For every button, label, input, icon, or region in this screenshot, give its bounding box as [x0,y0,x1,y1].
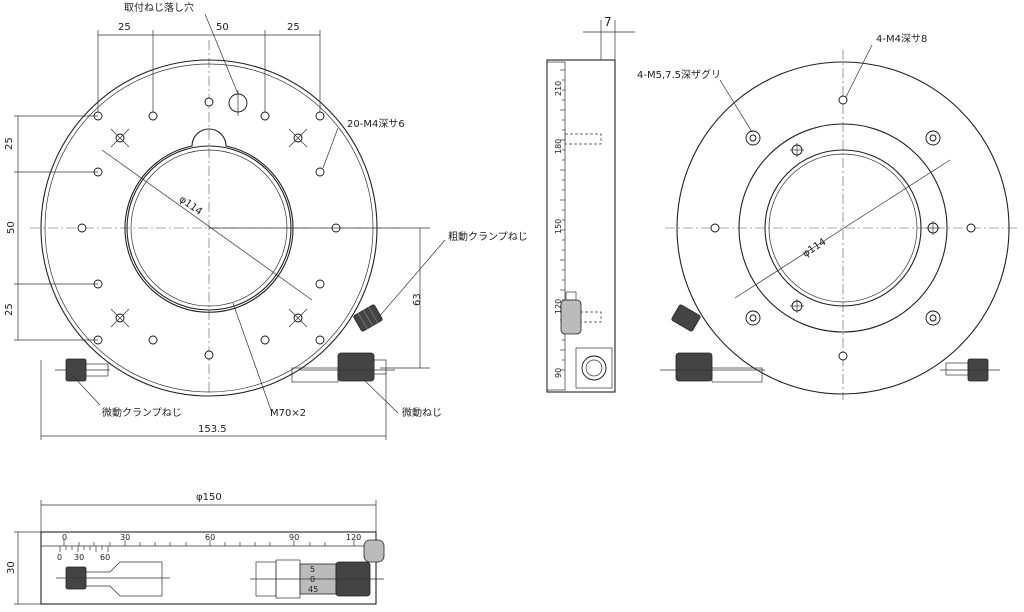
tap-hole [204,350,214,360]
back-m5-holes [745,130,941,326]
micrometer-45: 45 [308,585,318,594]
back-clamp-knob [671,304,701,332]
back-m4-holes [710,95,976,361]
dim-25-left-top: 25 [4,137,15,150]
tap-hole [204,97,214,107]
side-clamp-knob [560,291,582,335]
coarse-clamp-knob [353,304,383,332]
dim-phi114-back: φ114 [801,237,829,260]
side-scale-90: 90 [554,368,563,378]
tap-hole [77,223,87,233]
bottom-vernier [59,546,109,552]
tap-hole [260,111,270,121]
dim-25-top-left: 25 [118,22,131,33]
dim-50-top: 50 [216,22,229,33]
side-view: 210 180 150 120 90 7 [546,15,635,393]
side-scale-strip [546,61,566,391]
tap-hole [260,335,270,345]
side-scale-210: 210 [554,81,563,96]
note-tap-m4-8: 4-M4深サ8 [876,33,927,45]
bottom-scale-60: 60 [205,533,215,542]
dim-phi150: φ150 [196,492,222,503]
front-dims-left: 25 50 25 [4,115,98,341]
bottom-scale-ticks [63,540,355,546]
bottom-scale-120: 120 [346,533,361,542]
dim-153-5: 153.5 [198,424,227,435]
dim-50-left: 50 [6,221,17,234]
back-flange-holes [790,143,940,313]
front-dim-153-5: 153.5 [40,360,387,440]
tap-hole [148,335,158,345]
front-view: 25 50 25 25 50 25 φ114 63 [4,1,528,440]
dim-63: 63 [412,293,423,306]
side-scale-150: 150 [554,219,563,234]
bottom-scale-0: 0 [62,533,67,542]
front-dims-top: 25 50 25 [97,22,321,112]
back-outer-circle [676,61,1010,395]
bottom-scale-90: 90 [289,533,299,542]
note-tap-m4-6: 20-M4深サ6 [347,118,405,130]
note-fine-screw: 微動ねじ [402,406,442,419]
tap-hole [315,111,325,121]
back-aperture-outer [764,149,922,307]
note-mount-hole: 取付ねじ落し穴 [124,1,194,14]
dim-phi114-front: φ114 [177,194,204,218]
tap-hole [148,111,158,121]
vernier-60: 60 [100,553,110,562]
tap-hole [315,279,325,289]
vernier-0: 0 [57,553,62,562]
front-dim-63: 63 [209,227,430,369]
note-coarse-clamp: 粗動クランプねじ [448,230,528,243]
bottom-body [40,531,377,605]
side-mount-hole [581,355,607,381]
dim-30: 30 [6,561,17,574]
side-scale-180: 180 [554,139,563,154]
dim-25-left-bottom: 25 [4,303,15,316]
dim-25-top-right: 25 [287,22,300,33]
back-flange [738,123,948,333]
micrometer-0: 0 [310,575,315,584]
back-fine-screw [660,352,1000,383]
dim-7: 7 [604,15,612,29]
bottom-coarse-knob [363,539,385,563]
front-inner-ring [124,128,294,313]
fine-adjust-screw [291,352,395,383]
back-view: φ114 4-M4深サ8 4-M5,7.5深ザグリ [637,33,1020,400]
note-fine-clamp: 微動クランプねじ [102,406,182,419]
fine-clamp-screw [55,358,110,382]
micrometer-5: 5 [310,565,315,574]
vernier-30: 30 [74,553,84,562]
bottom-micrometer [250,559,384,599]
bottom-clamp-body [85,561,163,597]
note-tap-m5: 4-M5,7.5深ザグリ [637,68,721,81]
bottom-scale-30: 30 [120,533,130,542]
side-scale-120: 120 [554,299,563,314]
back-aperture-inner [768,153,918,303]
note-center-thread: M70×2 [270,408,306,419]
bottom-view: φ150 0 30 60 90 120 0 30 60 [6,492,385,605]
tap-hole [315,335,325,345]
tap-hole [315,167,325,177]
front-phi114: φ114 [101,149,313,301]
